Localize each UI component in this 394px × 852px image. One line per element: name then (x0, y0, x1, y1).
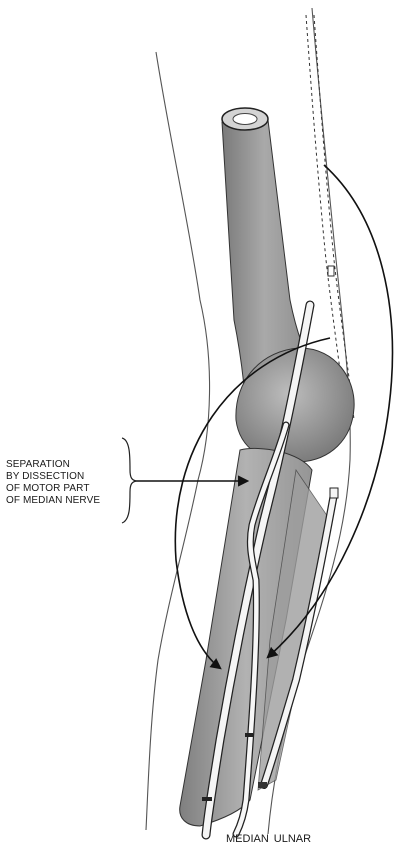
annotation-line-3: OF MOTOR PART (6, 483, 126, 495)
nerve-labels: MEDIAN ULNAR (226, 833, 311, 846)
annotation-line-4: OF MEDIAN NERVE (6, 495, 126, 507)
annotation-label: SEPARATION BY DISSECTION OF MOTOR PART O… (6, 459, 126, 507)
ulnar-label: ULNAR (274, 833, 311, 846)
annotation-line-2: BY DISSECTION (6, 471, 126, 483)
annotation-line-1: SEPARATION (6, 459, 126, 471)
median-label: MEDIAN (226, 833, 269, 846)
